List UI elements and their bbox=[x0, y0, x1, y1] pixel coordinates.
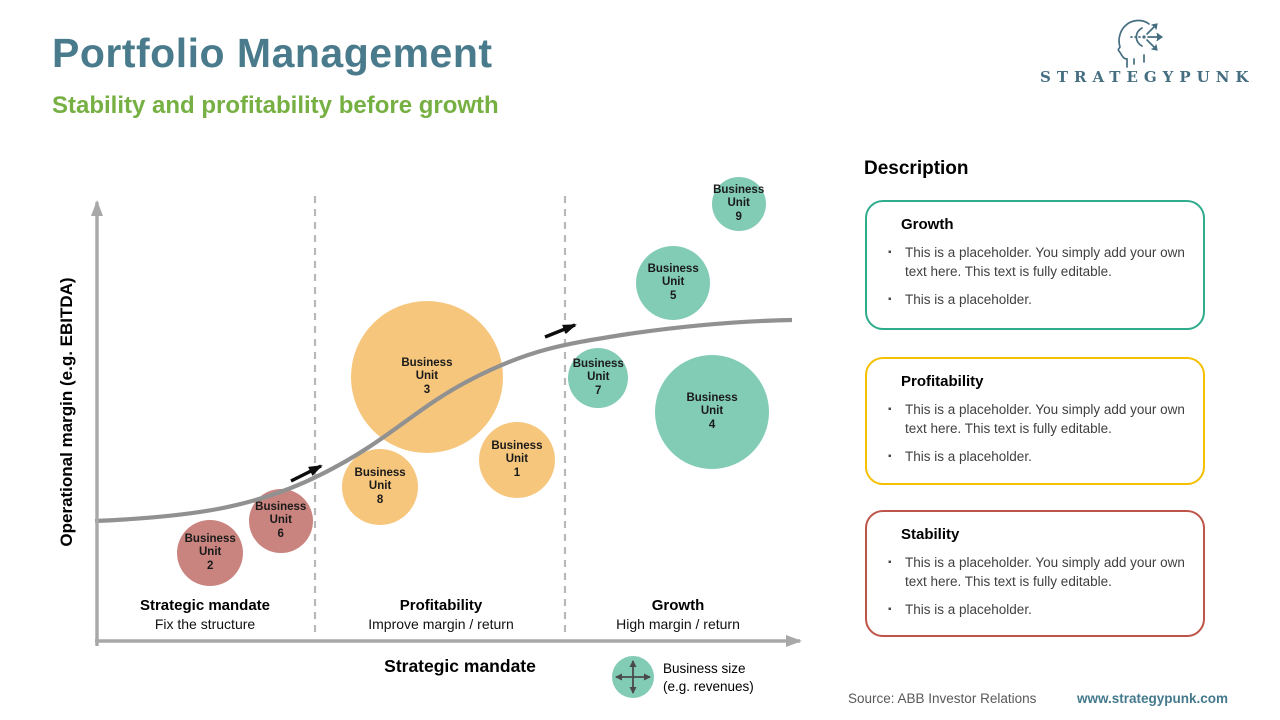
zone-caption: High margin / return bbox=[616, 616, 740, 632]
logo-text: STRATEGYPUNK bbox=[1040, 68, 1255, 86]
bubble-business-unit-3: Business Unit 3 bbox=[350, 300, 503, 453]
zone-label-profitability: Profitability Improve margin / return bbox=[331, 597, 551, 632]
zone-caption: Improve margin / return bbox=[368, 616, 514, 632]
bubble-business-unit-1: Business Unit 1 bbox=[478, 421, 555, 498]
card-title: Profitability bbox=[901, 373, 984, 390]
zone-caption: Fix the structure bbox=[154, 616, 256, 632]
bubble-size-legend-label: Business size (e.g. revenues) bbox=[663, 661, 754, 694]
bubble-business-unit-2: Business Unit 2 bbox=[177, 519, 244, 586]
bubble-business-unit-4: Business Unit 4 bbox=[655, 355, 770, 470]
description-heading: Description bbox=[864, 158, 969, 179]
card-stability: Stability This is a placeholder. You sim… bbox=[865, 510, 1205, 637]
bubble-business-unit-9: Business Unit 9 bbox=[711, 177, 766, 232]
zone-title: Profitability bbox=[399, 597, 483, 614]
zone-label-growth: Growth High margin / return bbox=[568, 597, 788, 632]
card-profitability: Profitability This is a placeholder. You… bbox=[865, 357, 1205, 485]
bubble-business-unit-6: Business Unit 6 bbox=[248, 489, 313, 554]
card-growth: Growth This is a placeholder. You simply… bbox=[865, 200, 1205, 330]
website-text: www.strategypunk.com bbox=[1077, 691, 1229, 706]
page-subtitle: Stability and profitability before growt… bbox=[52, 92, 499, 119]
head-with-arrows-icon bbox=[1117, 19, 1164, 68]
bullet-item: This is a placeholder. bbox=[887, 447, 1187, 466]
x-axis-label: Strategic mandate bbox=[384, 656, 536, 676]
bullet-item: This is a placeholder. You simply add yo… bbox=[887, 553, 1187, 591]
bullet-item: This is a placeholder. bbox=[887, 600, 1187, 619]
bubble-business-unit-8: Business Unit 8 bbox=[342, 448, 419, 525]
zone-title: Growth bbox=[651, 597, 705, 614]
card-title: Growth bbox=[901, 216, 954, 233]
bullet-item: This is a placeholder. You simply add yo… bbox=[887, 400, 1187, 438]
bubble-business-unit-7: Business Unit 7 bbox=[568, 347, 629, 408]
page-title: Portfolio Management bbox=[52, 30, 493, 76]
bullet-item: This is a placeholder. You simply add yo… bbox=[887, 243, 1187, 281]
source-text: Source: ABB Investor Relations bbox=[848, 691, 1037, 706]
bullet-item: This is a placeholder. bbox=[887, 290, 1187, 309]
zone-label-strategic-mandate: Strategic mandate Fix the structure bbox=[95, 597, 315, 632]
bubble-business-unit-5: Business Unit 5 bbox=[636, 246, 711, 321]
card-title: Stability bbox=[901, 526, 960, 543]
zone-title: Strategic mandate bbox=[139, 597, 271, 614]
